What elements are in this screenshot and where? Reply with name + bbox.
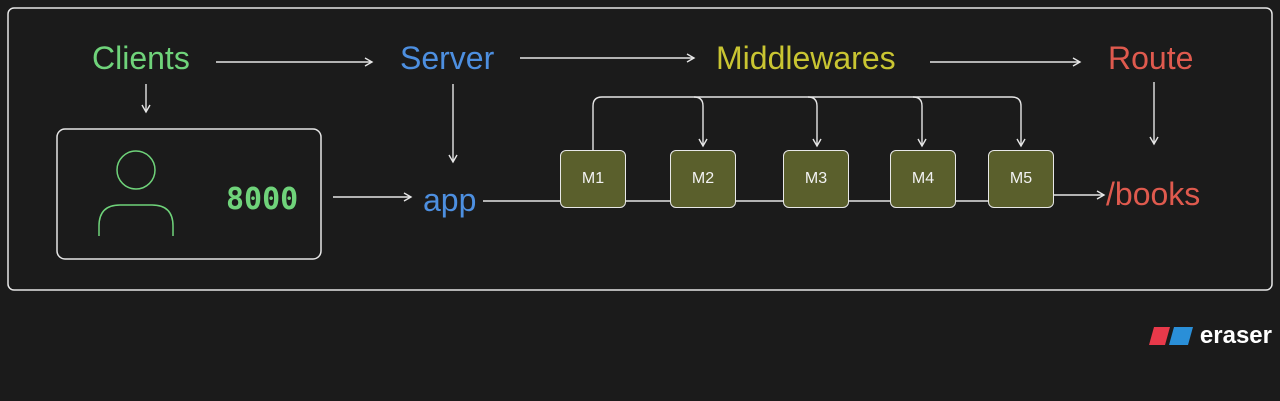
middleware-box-m3: M3	[783, 150, 849, 208]
middleware-bracket	[592, 96, 1026, 150]
middlewares-label: Middlewares	[716, 40, 896, 76]
middleware-box-label: M2	[691, 170, 715, 187]
bracket-drop-m2	[693, 96, 708, 148]
middleware-box-label: M1	[581, 170, 605, 187]
middleware-box-m4: M4	[890, 150, 956, 208]
bracket-drop-m3	[807, 96, 822, 148]
middleware-box-m1: M1	[560, 150, 626, 208]
server-label: Server	[400, 40, 495, 76]
route-label: Route	[1108, 40, 1194, 76]
middleware-box-m2: M2	[670, 150, 736, 208]
middleware-box-label: M5	[1009, 170, 1033, 187]
eraser-logo-icon	[1148, 327, 1193, 345]
middleware-box-label: M3	[804, 170, 828, 187]
user-icon	[98, 150, 174, 236]
client-box	[56, 128, 322, 260]
eraser-brand[interactable]: eraser	[1148, 322, 1272, 350]
clients-label: Clients	[92, 40, 190, 76]
middleware-box-label: M4	[911, 170, 935, 187]
bracket-drop-m4	[912, 96, 927, 148]
books-route-label: /books	[1106, 176, 1201, 212]
diagram-frame	[7, 7, 1273, 291]
middleware-box-m5: M5	[988, 150, 1054, 208]
app-label: app	[423, 182, 477, 218]
eraser-brand-name: eraser	[1199, 322, 1272, 349]
port-label: 8000	[226, 182, 299, 217]
